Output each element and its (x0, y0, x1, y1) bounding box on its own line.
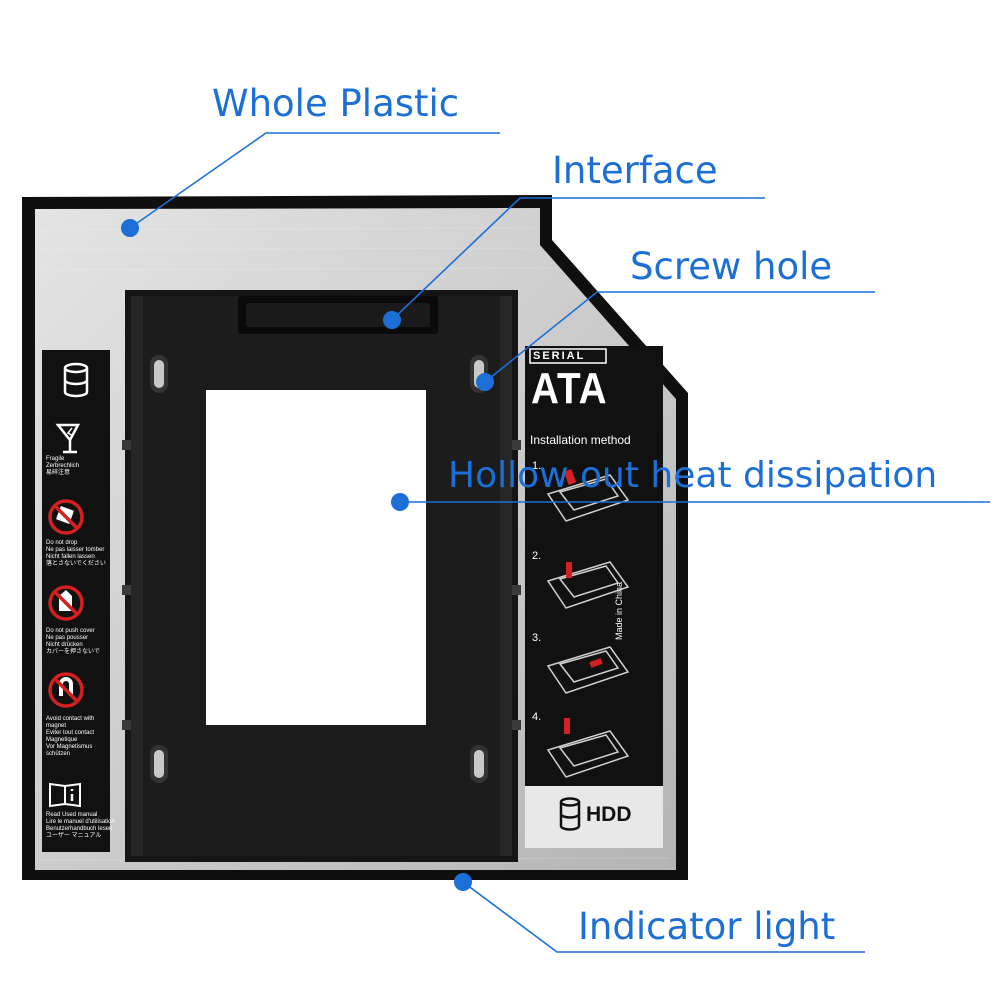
magnet-line: schützen (46, 751, 71, 757)
install-step-diagrams (546, 474, 630, 778)
do-not-push-icon (48, 585, 84, 621)
avoid-magnet-text: Avoid contact with magnet Eviter tout co… (46, 716, 94, 758)
tray-wall-right (500, 296, 512, 856)
step-number-1: 1. (532, 460, 542, 472)
magnet-line: Eviter tout contact (46, 730, 95, 736)
tray-side-notches (122, 440, 521, 730)
serial-logo-box (529, 348, 607, 364)
label-hollow-out: Hollow out heat dissipation (448, 455, 938, 496)
manual-line: Lire le manuel d'utilisation (46, 819, 115, 825)
drop-line: Ne pas laisser tomber (46, 547, 105, 553)
made-in-china-text: Made in China (614, 581, 624, 640)
hdd-label-cylinder-icon (559, 797, 581, 831)
push-line: Nicht drücken (46, 642, 83, 648)
marker-dot-indicator-light (454, 873, 472, 891)
right-instruction-sticker (525, 346, 663, 786)
fragile-line: 易碎注意 (46, 470, 71, 476)
ata-logo-text: ATA (531, 364, 608, 413)
do-not-drop-text: Do not drop Ne pas laisser tomber Nicht … (46, 540, 106, 568)
hdd-label-text: HDD (586, 803, 632, 826)
magnet-line: Vor Magnetismus (46, 744, 93, 750)
manual-line: Benutzerhandbuch lesen (46, 826, 113, 832)
heat-dissipation-window (206, 390, 426, 725)
fragile-line: Fragile (46, 456, 65, 462)
push-line: カバーを押さないで (46, 649, 100, 655)
install-step-arrows (563, 469, 603, 734)
hdd-label-strip (525, 786, 663, 848)
fragile-text: Fragile Zerbrechlich 易碎注意 (46, 456, 79, 477)
marker-dot-hollow-out (391, 493, 409, 511)
callout-leader-lines (129, 132, 990, 953)
marker-dot-whole-plastic (121, 219, 139, 237)
label-whole-plastic: Whole Plastic (212, 82, 460, 125)
magnet-line: magnet (46, 723, 67, 729)
do-not-drop-icon (48, 499, 84, 535)
drop-line: 落とさないでください (46, 561, 106, 567)
label-interface: Interface (552, 149, 718, 192)
hdd-cylinder-icon (63, 362, 89, 398)
fragile-line: Zerbrechlich (46, 463, 80, 469)
avoid-magnet-icon (48, 672, 84, 708)
drop-line: Nicht fallen lassen (46, 554, 95, 560)
sata-connector-slot (246, 303, 430, 327)
fragile-glass-icon (55, 423, 81, 454)
do-not-push-text: Do not push cover Ne pas pousser Nicht d… (46, 628, 100, 656)
step-number-3: 3. (532, 632, 542, 644)
installation-method-text: Installation method (530, 433, 631, 447)
manual-line: Read Used manual (46, 812, 98, 818)
push-line: Do not push cover (46, 628, 95, 634)
callout-marker-dots (121, 219, 494, 891)
serial-logo-text: SERIAL (533, 350, 586, 362)
read-manual-icon (49, 782, 81, 808)
marker-dot-interface (383, 311, 401, 329)
label-indicator-light: Indicator light (578, 905, 836, 948)
step-number-2: 2. (532, 550, 542, 562)
manual-line: ユーザー マニュアル (46, 833, 102, 839)
magnet-line: Avoid contact with (46, 716, 95, 722)
label-screw-hole: Screw hole (630, 245, 833, 288)
tray-wall-left (131, 296, 143, 856)
magnet-line: Magnetique (46, 737, 78, 743)
step-number-4: 4. (532, 711, 542, 723)
marker-dot-screw-hole (476, 373, 494, 391)
push-line: Ne pas pousser (46, 635, 89, 641)
read-manual-text: Read Used manual Lire le manuel d'utilis… (46, 812, 115, 840)
drop-line: Do not drop (46, 540, 78, 546)
left-warning-sticker (42, 350, 110, 852)
